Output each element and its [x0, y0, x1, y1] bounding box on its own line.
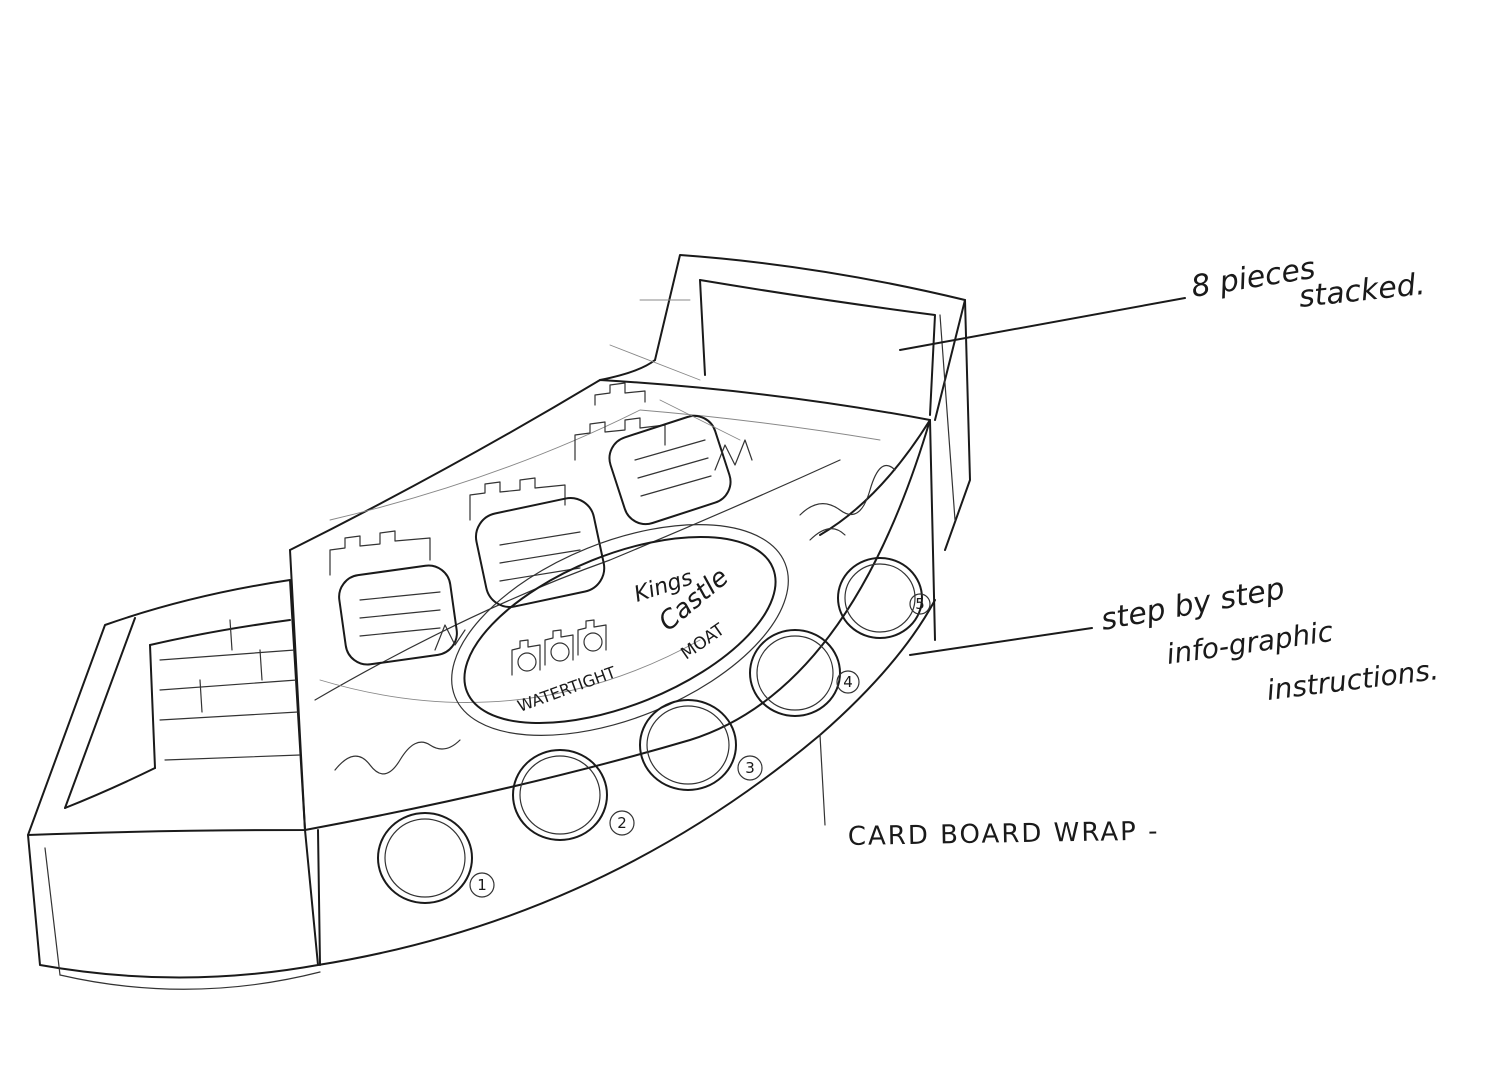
step-number-4: 4 [843, 673, 853, 691]
step-circle-5: 5 [837, 557, 931, 639]
note-steps-line3: instructions. [1265, 653, 1441, 707]
stacked-pieces [329, 382, 896, 775]
right-end-box [609, 254, 971, 551]
step-circle-4: 4 [749, 629, 860, 717]
step-circle-1: 1 [377, 812, 495, 904]
note-stacked-line2: stacked. [1297, 267, 1427, 315]
step-number-3: 3 [745, 759, 755, 777]
step-number-1: 1 [477, 876, 487, 894]
logo-oval: Kings Castle MOAT WATERTIGHT [451, 524, 789, 736]
note-steps-line2: info-graphic [1164, 615, 1335, 671]
step-number-2: 2 [617, 814, 627, 832]
step-infographic: 1 2 3 4 5 [377, 557, 931, 904]
castle-icon [511, 619, 607, 676]
left-end-box [27, 579, 321, 990]
step-number-5: 5 [915, 595, 925, 613]
leader-steps [909, 627, 1093, 656]
step-circle-3: 3 [639, 699, 763, 791]
note-cardboard-wrap: CARD BOARD WRAP - [848, 817, 1160, 852]
step-circle-2: 2 [512, 749, 635, 841]
leader-stacked [899, 297, 1186, 351]
annotations: 8 pieces stacked. step by step info-grap… [848, 251, 1441, 852]
leader-lines [899, 297, 1186, 656]
